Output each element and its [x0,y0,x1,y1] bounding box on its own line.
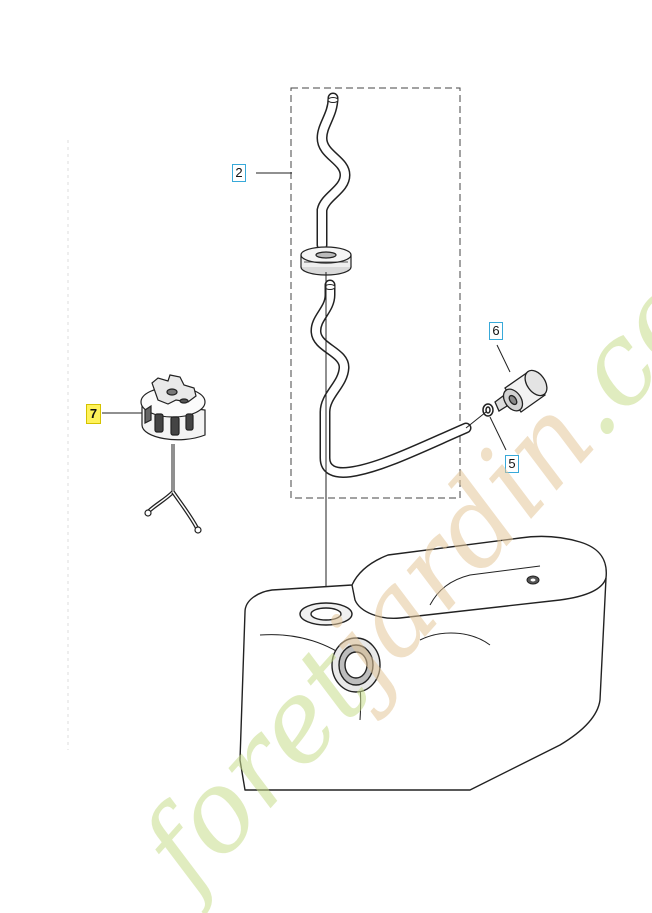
callout-5: 5 [505,455,519,473]
hose-grommet [300,246,352,276]
leader-line-6 [496,344,511,373]
fuel-tank [239,535,607,791]
fuel-filter [494,369,548,413]
exploded-view-drawing [67,87,607,791]
upper-fuel-hose [316,92,351,251]
lower-fuel-hose [310,279,472,478]
hose-clip [482,403,494,417]
assembly-boundary-box [290,87,461,499]
leader-hose-to-clip [465,411,487,429]
leader-line-5 [489,416,507,451]
fuel-cap [140,374,206,441]
callout-2: 2 [232,164,246,182]
parts-diagram: 2 6 5 7 foretjardin.com [67,87,652,913]
callout-7: 7 [86,404,101,424]
cap-tether [144,444,202,534]
callout-6: 6 [489,322,503,340]
